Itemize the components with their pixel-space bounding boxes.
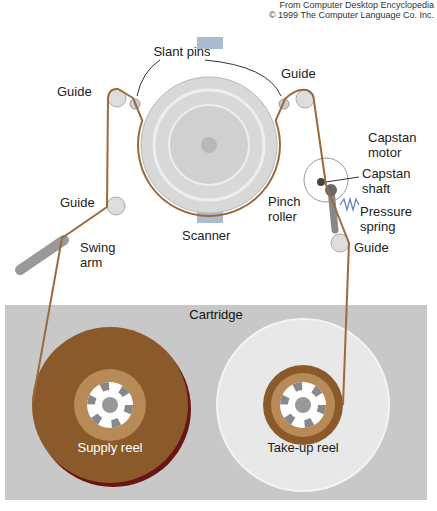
drum-ring [154, 90, 264, 200]
hub-center [102, 397, 118, 413]
cartridge-housing [5, 305, 427, 500]
hub-center [295, 397, 311, 413]
reel-circle: Take-up reel [217, 319, 389, 491]
credit-note: © 1999 The Computer Language Co. Inc. [228, 10, 434, 21]
part-label: Scanner [182, 228, 230, 243]
part-label: Guide [281, 66, 316, 81]
leader-line [205, 60, 281, 96]
gear-teeth [91, 386, 129, 424]
part-label: Pinch roller [268, 194, 310, 224]
hub-gear [87, 382, 133, 428]
part-label: Guide [60, 195, 95, 210]
pressure-spring [340, 199, 359, 210]
reel-label: Take-up reel [267, 440, 339, 455]
cartridge-label: Cartridge [189, 307, 242, 322]
tape-path [33, 89, 349, 405]
capstan-shaft [317, 178, 325, 186]
reel-circle: Supply reel [32, 327, 188, 483]
part-label: Guide [57, 84, 92, 99]
part-label: Pressure spring [360, 204, 430, 234]
pinch-roller-arm [331, 190, 335, 230]
reel-hub [263, 365, 343, 445]
gear-teeth [284, 386, 322, 424]
part-label: Slant pins [140, 44, 224, 59]
supply-reel [32, 327, 188, 483]
part-label: Capstan shaft [362, 166, 417, 196]
take-up-reel [217, 319, 389, 491]
reel-hub [74, 369, 146, 441]
credit-note: From Computer Desktop Encyclopedia [228, 0, 434, 11]
reel-label: Supply reel [77, 440, 142, 455]
leader-line [137, 60, 160, 96]
reel-hub-ring [271, 373, 335, 437]
cartridge-box: CartridgeSupply reel Take-up reel [5, 305, 427, 500]
leader-line [326, 177, 359, 182]
drum-ring [169, 105, 249, 185]
guide-roller [107, 197, 125, 215]
part-label: Swing arm [80, 240, 125, 270]
part-label: Capstan motor [368, 130, 430, 160]
drum-center [201, 137, 217, 153]
scanner-drum [141, 77, 277, 213]
hub-gear [280, 382, 326, 428]
part-label: Guide [354, 240, 389, 255]
